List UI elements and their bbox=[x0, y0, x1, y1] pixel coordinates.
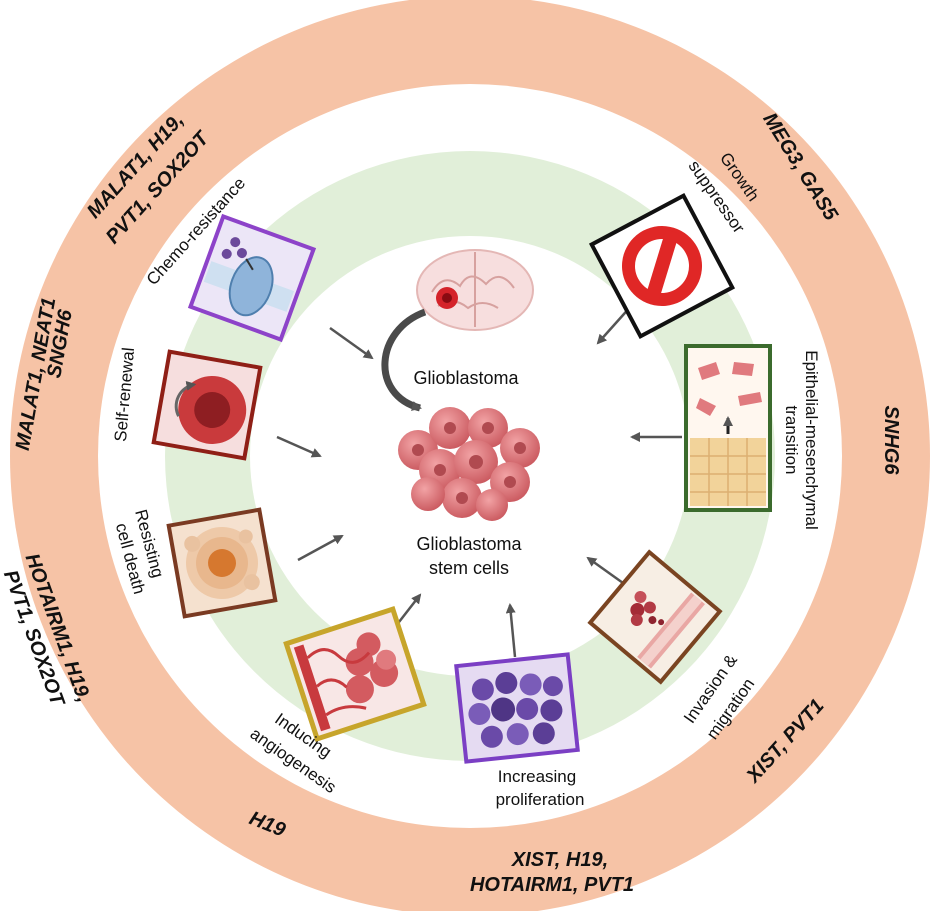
invasion-icon bbox=[587, 549, 723, 685]
hallmark-label-proliferation-1: Increasing bbox=[498, 767, 576, 786]
arrow-chemo bbox=[329, 326, 374, 360]
genes-emt: SNHG6 bbox=[880, 406, 902, 476]
hallmark-label-emt-2: transition bbox=[782, 406, 801, 475]
chemo-resistance-icon bbox=[187, 213, 317, 343]
stem-cells-label-line2: stem cells bbox=[429, 558, 509, 578]
hallmark-label-emt-1: Epithelial-mesenchymal bbox=[802, 350, 821, 530]
emt-icon bbox=[684, 344, 772, 512]
arrow-self-renewal bbox=[276, 435, 322, 458]
growth-suppressor-icon bbox=[588, 192, 736, 340]
arrow-cell-death bbox=[297, 534, 344, 562]
curved-arrow-icon bbox=[381, 308, 427, 412]
genes-proliferation-1: XIST, H19, bbox=[511, 849, 608, 871]
proliferation-icon bbox=[454, 652, 580, 764]
angiogenesis-icon bbox=[283, 605, 427, 743]
brain-icon bbox=[416, 249, 534, 331]
stem-cells-label-line1: Glioblastoma bbox=[416, 534, 522, 554]
hallmark-label-proliferation-2: proliferation bbox=[496, 790, 585, 809]
self-renewal-icon bbox=[151, 349, 263, 461]
genes-proliferation-2: HOTAIRM1, PVT1 bbox=[470, 874, 634, 896]
stem-cell-cluster-icon bbox=[398, 407, 540, 521]
cell-death-icon bbox=[166, 507, 278, 619]
arrow-proliferation bbox=[505, 603, 517, 658]
glioblastoma-label: Glioblastoma bbox=[413, 368, 519, 388]
